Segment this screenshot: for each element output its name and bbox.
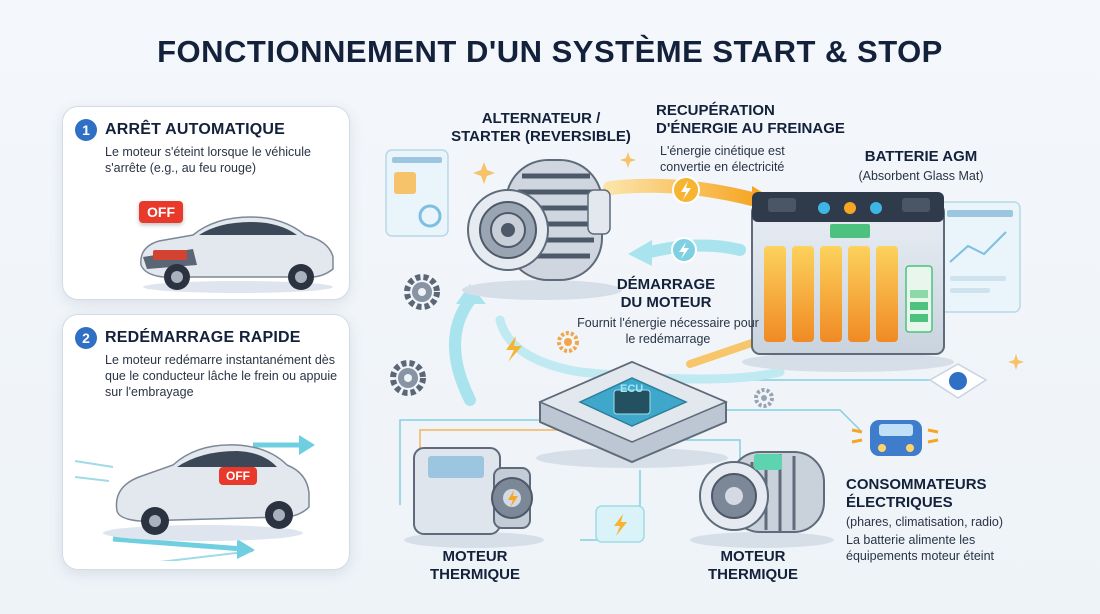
starting-label: DÉMARRAGE DU MOTEUR xyxy=(606,276,726,312)
consumer-car-icon xyxy=(852,420,938,456)
recovery-description: L'énergie cinétique est convertie en éle… xyxy=(660,143,836,175)
alternator-label: ALTERNATEUR / STARTER (REVERSIBLE) xyxy=(448,110,634,146)
lightning-icon xyxy=(673,177,699,203)
dashboard-panel-icon xyxy=(386,150,448,236)
alternator xyxy=(462,160,622,300)
gear-icon xyxy=(393,363,423,393)
chat-bubble-icon xyxy=(930,364,986,398)
ecu-chip-label: ECU xyxy=(620,383,643,395)
gear-icon xyxy=(559,333,577,351)
consumers-label: CONSOMMATEURS ÉLECTRIQUES xyxy=(846,476,1016,512)
consumers-examples: (phares, climatisation, radio) xyxy=(846,514,1046,530)
dashboard-panel-icon xyxy=(940,202,1020,312)
gear-icon xyxy=(407,277,437,307)
lightning-icon xyxy=(672,238,696,262)
gear-icon xyxy=(756,390,772,406)
engine-thermique-right xyxy=(690,452,834,548)
battery-agm xyxy=(742,192,954,372)
battery-description: (Absorbent Glass Mat) xyxy=(846,168,996,184)
engine-thermique-left xyxy=(404,448,544,548)
consumers-description: La batterie alimente les équipements mot… xyxy=(846,532,1030,564)
engine-right-label: MOTEUR THERMIQUE xyxy=(690,548,816,584)
starting-description: Fournit l'énergie nécessaire pour le red… xyxy=(576,315,760,347)
flow-path-restart xyxy=(455,300,470,400)
battery-label: BATTERIE AGM xyxy=(846,148,996,166)
recovery-label: RECUPÉRATION D'ÉNERGIE AU FREINAGE xyxy=(656,102,856,138)
engine-left-label: MOTEUR THERMIQUE xyxy=(412,548,538,584)
lightning-icon xyxy=(596,506,644,542)
